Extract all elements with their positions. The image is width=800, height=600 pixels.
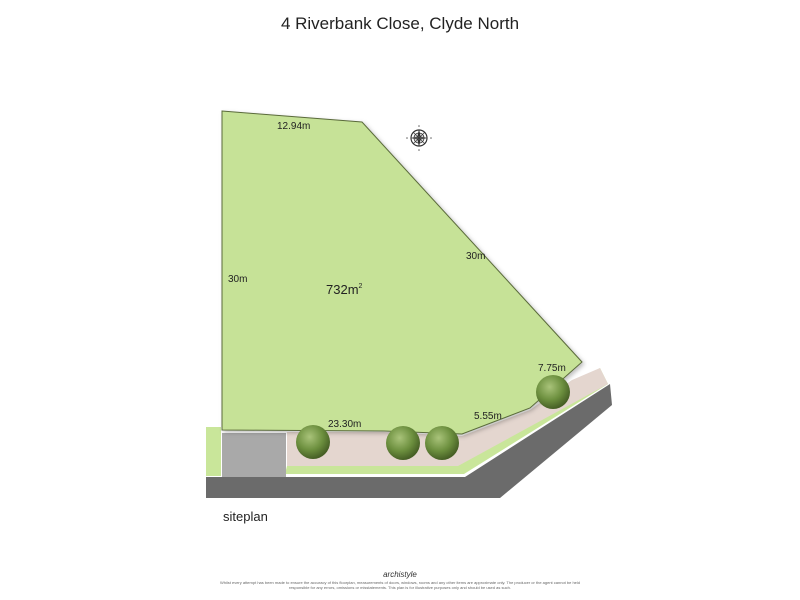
tree-3: [425, 426, 459, 460]
nature-strip: [206, 427, 221, 476]
driveway: [222, 433, 286, 477]
tree-2: [386, 426, 420, 460]
footpath: [287, 368, 608, 466]
lot-area: 732m2: [326, 282, 363, 297]
tree-1: [296, 425, 330, 459]
page-title: 4 Riverbank Close, Clyde North: [280, 14, 520, 33]
lot-boundary: [221, 110, 583, 435]
road: [206, 384, 612, 498]
dim-bottom-mid: 5.55m: [474, 411, 502, 422]
lot-area-value: 732m: [326, 282, 359, 297]
tree-4: [536, 375, 570, 409]
dim-top: 12.94m: [277, 121, 310, 132]
dim-bottom-right: 7.75m: [538, 363, 566, 374]
lot-area-unit-sup: 2: [359, 283, 363, 290]
dim-bottom: 23.30m: [328, 419, 361, 430]
plan-caption: siteplan: [223, 509, 268, 524]
compass-rose-icon: [406, 125, 432, 151]
disclaimer-text: Whilst every attempt has been made to en…: [219, 580, 581, 590]
dim-right-diagonal: 30m: [466, 251, 485, 262]
dim-left: 30m: [228, 274, 247, 285]
brand-logo: archistyle: [383, 570, 417, 579]
nature-strip-main: [285, 368, 608, 474]
